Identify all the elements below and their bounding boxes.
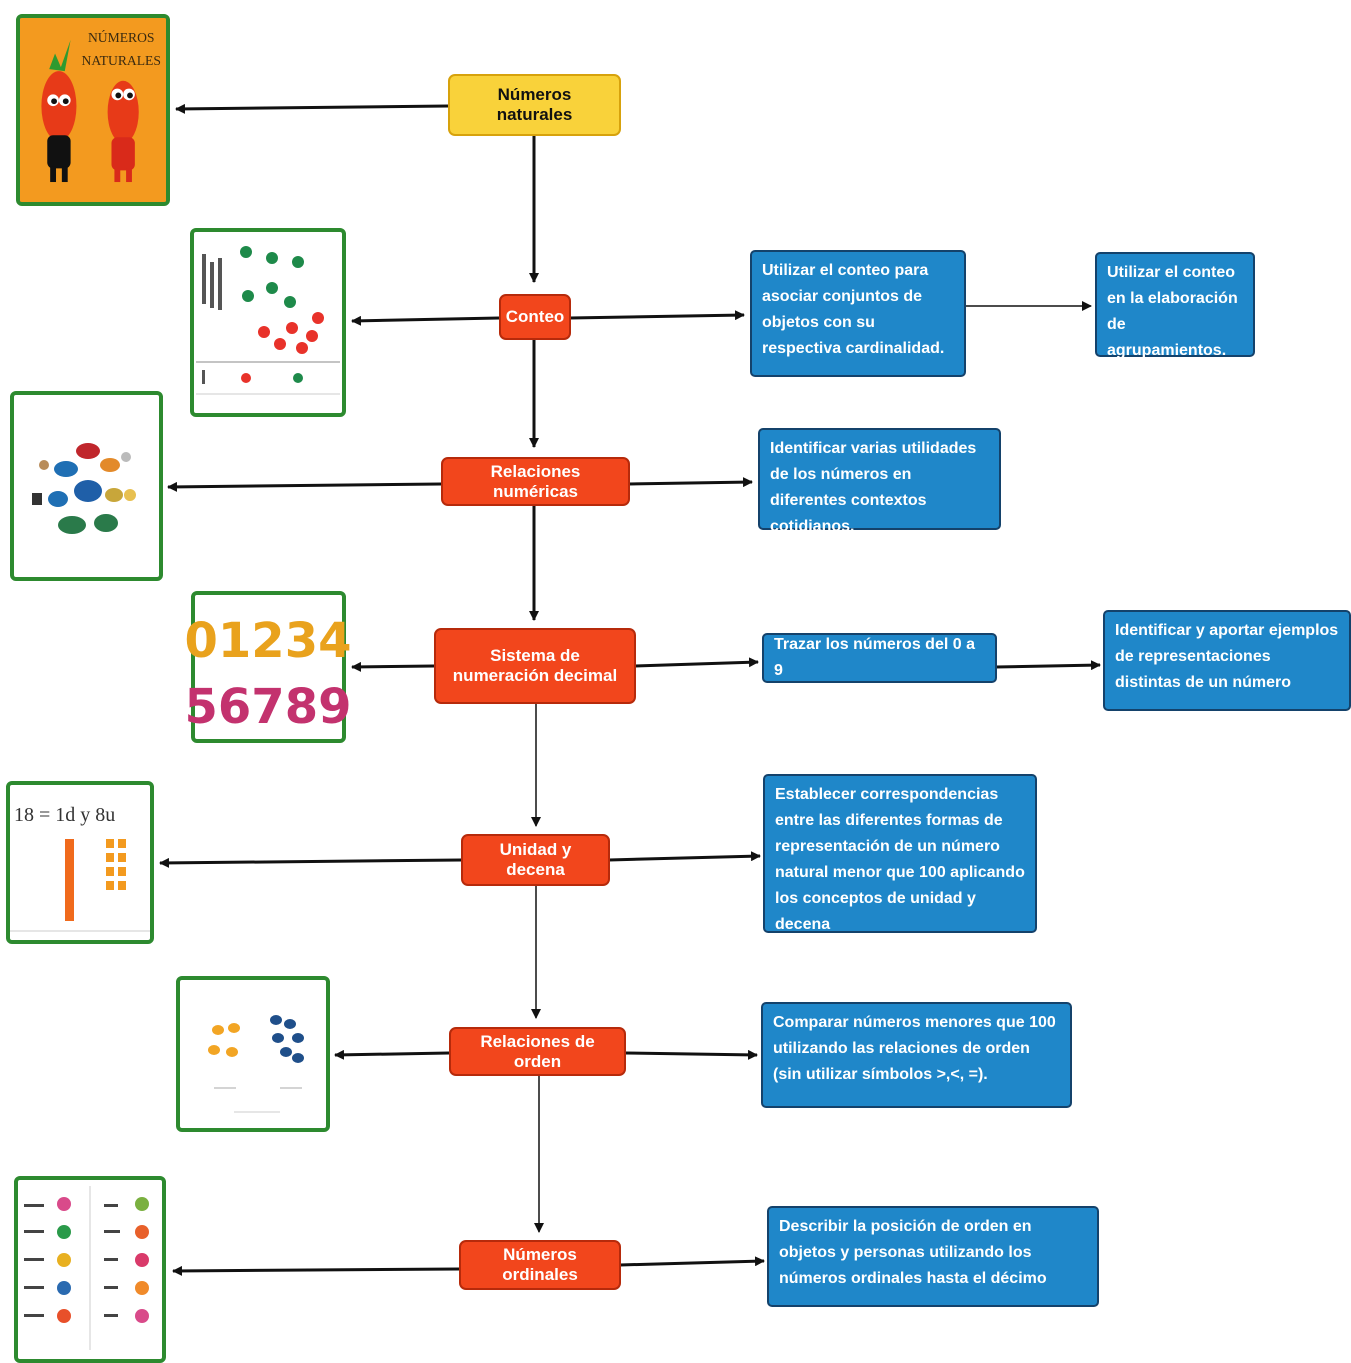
objective-relaciones-orden: Comparar números menores que 100 utiliza… xyxy=(761,1002,1072,1108)
picture-numeros-ordinales xyxy=(14,1176,166,1363)
link-relaciones-objective xyxy=(628,477,753,488)
link-conteo-objective xyxy=(569,310,745,321)
picture-conteo xyxy=(190,228,346,417)
link-sistema-objective xyxy=(634,657,759,668)
objective-text: Comparar números menores que 100 utiliza… xyxy=(773,1014,1056,1083)
topic-label-relaciones-orden: Relaciones de orden xyxy=(480,1031,595,1071)
tens-and-units-illustration: 18 = 1d y 8u xyxy=(10,804,150,932)
digits-row-top: 01234 xyxy=(185,613,352,669)
objective-representaciones: Identificar y aportar ejemplos de repres… xyxy=(1103,610,1351,711)
link-orden-objective xyxy=(624,1049,758,1060)
picture-sistema-decimal: 01234 56789 xyxy=(185,591,352,743)
objective-conteo-agrupamientos: Utilizar el conteo en la elaboración de … xyxy=(1095,252,1255,359)
objective-conteo-cardinalidad: Utilizar el conteo para asociar conjunto… xyxy=(750,250,966,377)
link-relaciones-picture xyxy=(167,481,442,492)
objective-text: Identificar y aportar ejemplos de repres… xyxy=(1115,622,1339,691)
groups-of-objects-illustration xyxy=(32,443,136,534)
root-node-label: Números naturales xyxy=(496,85,573,124)
comparison-sets-illustration xyxy=(208,1015,304,1113)
root-node-numeros-naturales: Números naturales xyxy=(448,74,621,136)
topic-node-relaciones-orden: Relaciones de orden xyxy=(449,1027,626,1076)
link-ordinales-objective xyxy=(619,1256,765,1267)
picture-title-line-2: NATURALES xyxy=(82,53,161,68)
link-sistema-picture xyxy=(351,661,435,672)
link-ordinales-picture xyxy=(172,1265,460,1276)
topic-node-unidad-decena: Unidad y decena xyxy=(461,834,610,886)
objective-relaciones-numericas: Identificar varias utilidades de los núm… xyxy=(758,428,1001,535)
decena-formula-text: 18 = 1d y 8u xyxy=(14,804,115,826)
link-sistema-objective-2 xyxy=(995,660,1101,671)
ordinal-cards-illustration xyxy=(24,1186,149,1350)
objective-unidad-decena: Establecer correspondencias entre las di… xyxy=(763,774,1037,933)
link-root-picture xyxy=(175,103,449,114)
objective-text: Identificar varias utilidades de los núm… xyxy=(770,440,977,535)
topic-label-unidad-decena: Unidad y decena xyxy=(499,840,572,879)
topic-node-conteo: Conteo xyxy=(499,294,571,340)
topic-node-sistema-decimal: Sistema de numeración decimal xyxy=(434,628,636,704)
topic-node-numeros-ordinales: Números ordinales xyxy=(459,1240,621,1290)
picture-title-line-1: NÚMEROS xyxy=(88,29,155,45)
link-orden-picture xyxy=(334,1049,450,1060)
objective-text: Establecer correspondencias entre las di… xyxy=(775,786,1025,933)
counting-objects-illustration xyxy=(196,246,340,395)
picture-relaciones-numericas xyxy=(10,391,163,581)
topic-label-numeros-ordinales: Números ordinales xyxy=(502,1245,578,1284)
objective-text: Utilizar el conteo en la elaboración de … xyxy=(1107,264,1238,359)
objective-trazar-numeros: Trazar los números del 0 a 9 xyxy=(762,633,997,683)
digits-illustration: 01234 56789 xyxy=(185,613,352,735)
objective-text: Trazar los números del 0 a 9 xyxy=(774,636,975,679)
topic-label-relaciones-numericas: Relaciones numéricas xyxy=(490,461,581,501)
picture-relaciones-orden xyxy=(176,976,330,1132)
picture-numeros-naturales: NÚMEROS NATURALES xyxy=(16,14,170,206)
link-conteo-picture xyxy=(351,315,500,326)
carrot-characters-illustration: NÚMEROS NATURALES xyxy=(20,18,166,202)
digits-row-bottom: 56789 xyxy=(185,679,352,735)
objective-text: Utilizar el conteo para asociar conjunto… xyxy=(762,262,945,357)
topic-node-relaciones-numericas: Relaciones numéricas xyxy=(441,457,630,506)
topic-label-sistema-decimal: Sistema de numeración decimal xyxy=(452,646,618,685)
link-unidad-picture xyxy=(159,857,462,868)
topic-label-conteo: Conteo xyxy=(505,307,565,326)
picture-unidad-decena: 18 = 1d y 8u xyxy=(6,781,154,944)
objective-ordinales: Describir la posición de orden en objeto… xyxy=(767,1206,1099,1307)
link-unidad-objective xyxy=(608,851,761,862)
objective-text: Describir la posición de orden en objeto… xyxy=(779,1218,1047,1287)
